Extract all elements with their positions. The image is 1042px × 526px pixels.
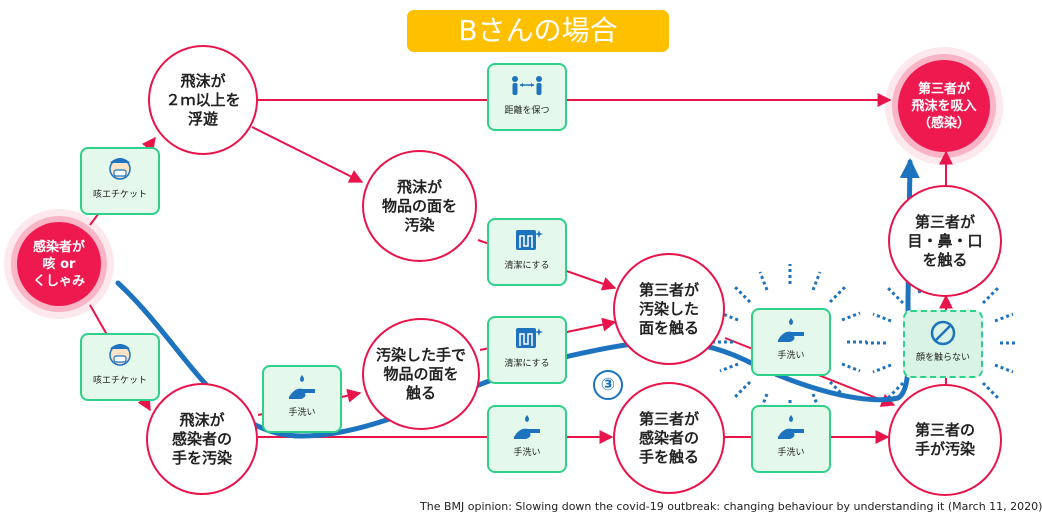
- wipe-hand-icon: [516, 230, 543, 250]
- node-droplets-object: 飛沫が 物品の面を 汚染: [362, 150, 477, 262]
- mask-face-icon: [109, 158, 131, 180]
- node-infected-cough: 感染者が 咳 or くしゃみ: [17, 222, 101, 306]
- cough-etiquette-label: 咳エチケット: [92, 190, 147, 200]
- handwash-box-3: 手洗い: [751, 308, 831, 376]
- page-title: Bさんの場合: [407, 10, 669, 52]
- path-number-badge: ③: [593, 370, 623, 400]
- cough-etiquette-box-top: 咳エチケット: [80, 147, 160, 215]
- handwash-icon: [778, 415, 804, 439]
- node-contaminated-hand-touch: 汚染した手で 物品の面を 触る: [362, 318, 480, 430]
- clean-label: 清潔にする: [504, 261, 550, 271]
- node-droplets-float: 飛沫が ２ｍ以上を 浮遊: [148, 45, 258, 155]
- keep-distance-box: 距離を保つ: [487, 63, 567, 131]
- node-third-inhale: 第三者が 飛沫を吸入 （感染）: [898, 60, 990, 152]
- node-droplets-hand: 飛沫が 感染者の 手を汚染: [146, 383, 258, 495]
- source-caption: The BMJ opinion: Slowing down the covid-…: [420, 500, 1042, 513]
- node-third-touch-infected-hand: 第三者が 感染者の 手を触る: [613, 382, 725, 494]
- cough-etiquette-box-bottom: 咳エチケット: [80, 333, 160, 401]
- handwash-icon: [289, 375, 315, 399]
- clean-box-2: 清潔にする: [487, 316, 567, 384]
- handwash-label: 手洗い: [777, 448, 805, 458]
- mask-face-icon: [109, 344, 131, 366]
- handwash-label: 手洗い: [288, 408, 316, 418]
- cough-etiquette-label: 咳エチケット: [92, 376, 147, 386]
- node-third-hand-contaminated: 第三者の 手が汚染: [888, 384, 1002, 496]
- burst-no-face-touch: [866, 270, 1018, 416]
- edge-float-to-object: [251, 126, 364, 183]
- clean-label: 清潔にする: [504, 359, 550, 369]
- no-face-touch-box: 顔を触らない: [903, 310, 983, 378]
- handwash-box-1: 手洗い: [262, 365, 342, 433]
- no-touch-icon: [930, 320, 956, 346]
- clean-box-1: 清潔にする: [487, 218, 567, 286]
- keep-distance-label: 距離を保つ: [504, 106, 550, 116]
- handwash-box-4: 手洗い: [751, 405, 831, 473]
- node-third-touch-surface: 第三者が 汚染した 面を触る: [613, 253, 725, 365]
- wipe-hand-icon: [516, 328, 543, 348]
- no-face-touch-label: 顔を触らない: [915, 353, 970, 363]
- handwash-box-2: 手洗い: [487, 405, 567, 473]
- distance-people-icon: [512, 76, 542, 95]
- node-third-touch-face: 第三者が 目・鼻・口 を触る: [888, 185, 1002, 297]
- handwash-icon: [514, 415, 540, 439]
- handwash-icon: [778, 318, 804, 342]
- handwash-label: 手洗い: [513, 448, 541, 458]
- handwash-label: 手洗い: [777, 351, 805, 361]
